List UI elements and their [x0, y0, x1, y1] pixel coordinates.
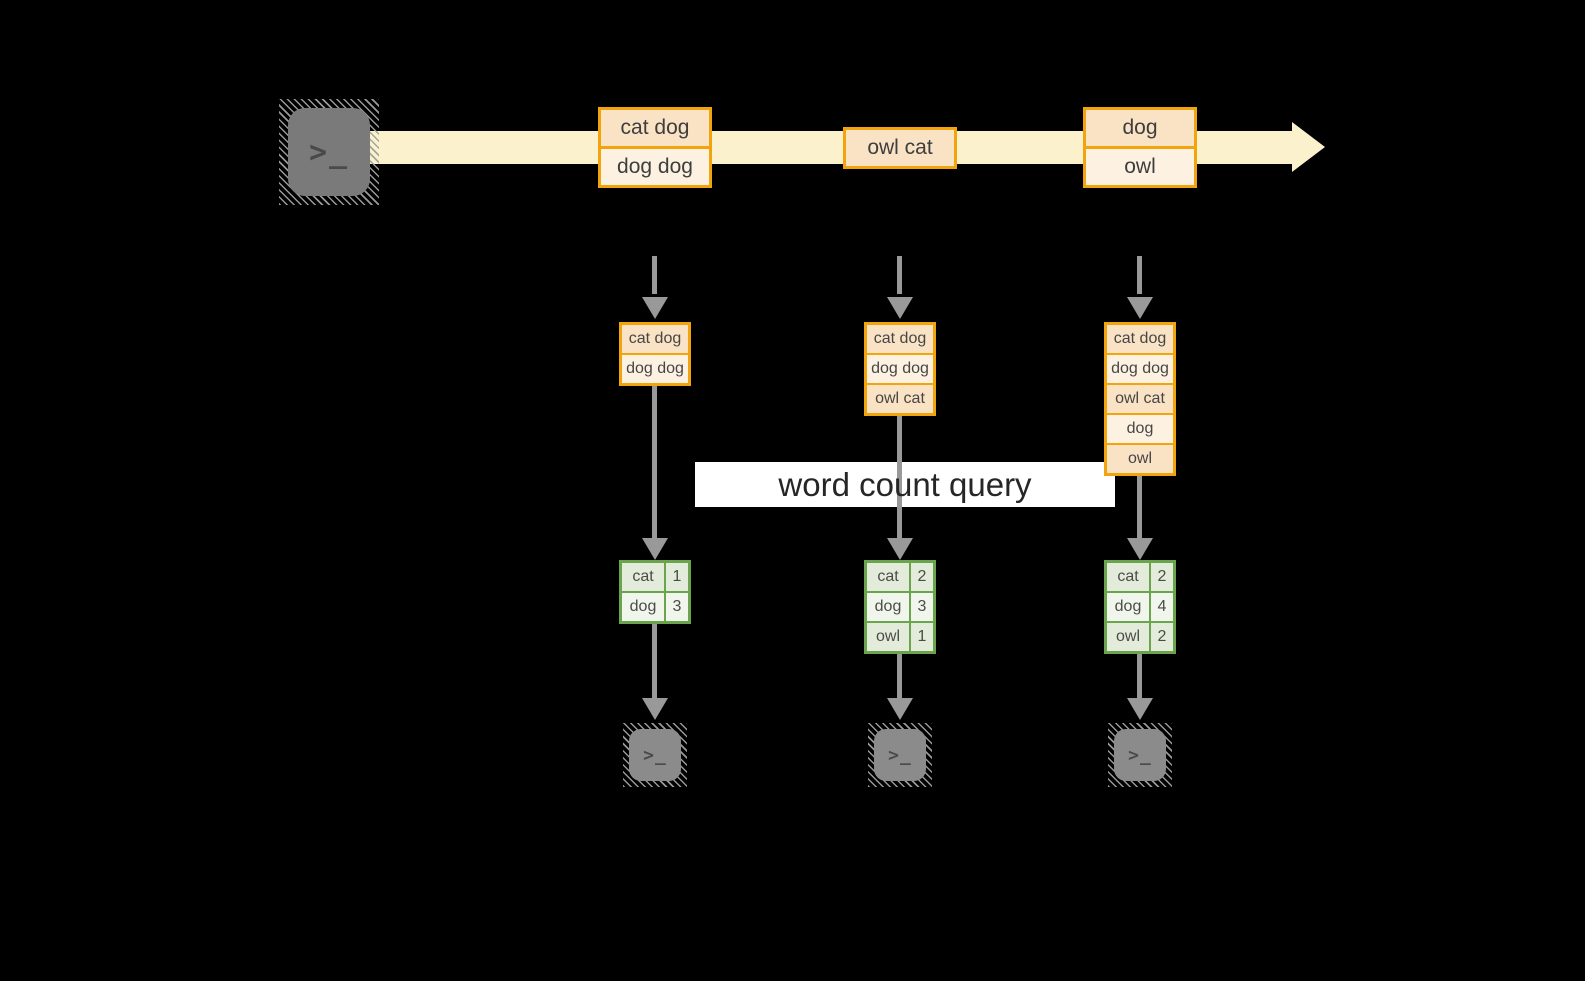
arrowhead-icon — [1127, 297, 1153, 319]
source-terminal-icon: >_ — [279, 99, 379, 205]
stream-item: cat dog — [622, 325, 688, 353]
count-word-cell: owl — [867, 623, 909, 651]
connector-line — [897, 416, 902, 540]
stream-item: dog dog — [867, 355, 933, 383]
stream-buffer-3: cat dog dog dog owl cat dog owl — [1104, 322, 1176, 476]
arrowhead-icon — [1127, 698, 1153, 720]
count-value-cell: 1 — [666, 563, 688, 591]
connector-line — [1137, 654, 1142, 700]
query-label: word count query — [778, 466, 1032, 503]
terminal-prompt-icon: >_ — [629, 729, 681, 781]
stream-item: owl — [1107, 445, 1173, 473]
count-word-cell: cat — [622, 563, 664, 591]
dashed-arrow-icon — [652, 256, 657, 294]
count-word-cell: dog — [1107, 593, 1149, 621]
count-table-2: cat 2 dog 3 owl 1 — [864, 560, 936, 654]
sink-terminal-icon: >_ — [623, 723, 687, 787]
count-row: cat 2 — [1107, 563, 1173, 591]
timeline-batch-row: owl — [1086, 149, 1194, 185]
count-value-cell: 2 — [1151, 563, 1173, 591]
count-value-cell: 1 — [911, 623, 933, 651]
count-value-cell: 2 — [1151, 623, 1173, 651]
count-word-cell: cat — [1107, 563, 1149, 591]
stream-item: dog — [1107, 415, 1173, 443]
connector-line — [897, 654, 902, 700]
count-row: cat 1 — [622, 563, 688, 591]
count-word-cell: dog — [622, 593, 664, 621]
sink-terminal-icon: >_ — [868, 723, 932, 787]
arrowhead-icon — [1127, 538, 1153, 560]
connector-line — [652, 386, 657, 540]
count-row: cat 2 — [867, 563, 933, 591]
connector-line — [1137, 476, 1142, 540]
stream-item: dog dog — [622, 355, 688, 383]
stream-item: cat dog — [867, 325, 933, 353]
stream-buffer-2: cat dog dog dog owl cat — [864, 322, 936, 416]
count-word-cell: cat — [867, 563, 909, 591]
terminal-prompt-icon: >_ — [1114, 729, 1166, 781]
query-label-band — [695, 462, 1115, 507]
timeline-batch-1: cat dog dog dog — [598, 107, 712, 188]
stream-item: cat dog — [1107, 325, 1173, 353]
timeline-batch-row: dog dog — [601, 149, 709, 185]
count-value-cell: 3 — [911, 593, 933, 621]
count-row: dog 3 — [867, 593, 933, 621]
dashed-arrow-icon — [1137, 256, 1142, 294]
count-table-3: cat 2 dog 4 owl 2 — [1104, 560, 1176, 654]
arrowhead-icon — [887, 297, 913, 319]
count-row: owl 2 — [1107, 623, 1173, 651]
stream-item: owl cat — [1107, 385, 1173, 413]
count-word-cell: dog — [867, 593, 909, 621]
arrowhead-icon — [887, 538, 913, 560]
count-value-cell: 3 — [666, 593, 688, 621]
count-row: dog 3 — [622, 593, 688, 621]
stream-buffer-1: cat dog dog dog — [619, 322, 691, 386]
stream-timeline-arrowhead-icon — [1292, 122, 1325, 172]
arrowhead-icon — [887, 698, 913, 720]
terminal-prompt-icon: >_ — [288, 108, 370, 196]
stream-item: dog dog — [1107, 355, 1173, 383]
stream-item: owl cat — [867, 385, 933, 413]
count-row: owl 1 — [867, 623, 933, 651]
timeline-batch-3: dog owl — [1083, 107, 1197, 188]
dashed-arrow-icon — [897, 256, 902, 294]
timeline-batch-row: owl cat — [846, 130, 954, 166]
timeline-batch-row: dog — [1086, 110, 1194, 146]
timeline-batch-2: owl cat — [843, 127, 957, 169]
count-value-cell: 4 — [1151, 593, 1173, 621]
connector-line — [652, 624, 657, 700]
arrowhead-icon — [642, 698, 668, 720]
count-row: dog 4 — [1107, 593, 1173, 621]
count-table-1: cat 1 dog 3 — [619, 560, 691, 624]
arrowhead-icon — [642, 297, 668, 319]
terminal-prompt-icon: >_ — [874, 729, 926, 781]
arrowhead-icon — [642, 538, 668, 560]
count-word-cell: owl — [1107, 623, 1149, 651]
sink-terminal-icon: >_ — [1108, 723, 1172, 787]
timeline-batch-row: cat dog — [601, 110, 709, 146]
count-value-cell: 2 — [911, 563, 933, 591]
